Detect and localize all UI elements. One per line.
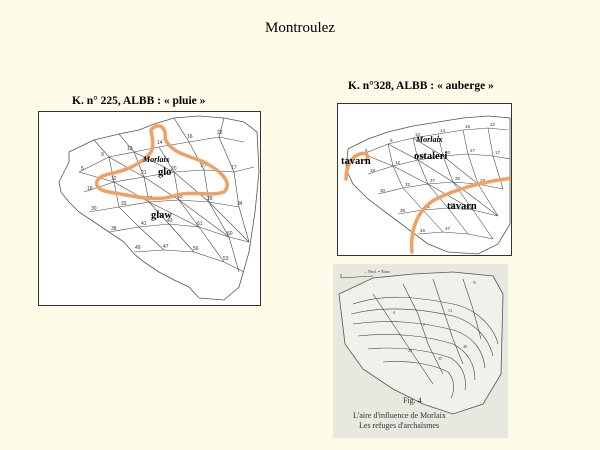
svg-text:61: 61 bbox=[197, 221, 203, 227]
svg-text:41: 41 bbox=[141, 221, 147, 227]
right-map-caption: K. n°328, ALBB : « auberge » bbox=[348, 80, 494, 92]
right-map-label-morlaix: Morlaix bbox=[416, 135, 443, 144]
left-map-label-glo: glo bbox=[158, 167, 172, 178]
svg-text:14: 14 bbox=[440, 128, 446, 133]
right-map-isogloss-south bbox=[409, 176, 511, 254]
svg-text:14: 14 bbox=[157, 140, 163, 146]
svg-text:9: 9 bbox=[101, 152, 104, 158]
svg-text:21: 21 bbox=[420, 154, 426, 159]
svg-text:16: 16 bbox=[465, 124, 471, 129]
svg-text:13: 13 bbox=[127, 146, 133, 152]
right-map-network bbox=[362, 127, 511, 240]
svg-text:38: 38 bbox=[400, 208, 406, 213]
svg-text:30: 30 bbox=[91, 206, 97, 212]
right-map-label-tavarn-south: tavarn bbox=[447, 201, 477, 212]
svg-text:33: 33 bbox=[405, 182, 411, 187]
svg-text:→ Néol. = Nouv.: → Néol. = Nouv. bbox=[363, 269, 391, 274]
left-map-label-morlaix: Morlaix bbox=[143, 155, 170, 164]
figure-number: Fig. 4 bbox=[403, 396, 422, 405]
right-map-isogloss-west bbox=[344, 151, 370, 181]
svg-text:13: 13 bbox=[415, 132, 421, 137]
svg-text:20: 20 bbox=[171, 166, 177, 172]
svg-text:13: 13 bbox=[448, 308, 452, 313]
svg-text:43: 43 bbox=[167, 218, 173, 224]
svg-text:5: 5 bbox=[365, 148, 368, 153]
figure-caption-line2: Les refuges d'archaïsmes bbox=[359, 421, 440, 430]
svg-text:16: 16 bbox=[187, 134, 193, 140]
svg-text:43: 43 bbox=[450, 202, 456, 207]
left-map-label-glaw: glaw bbox=[151, 210, 172, 221]
svg-text:9: 9 bbox=[390, 138, 393, 143]
svg-text:49: 49 bbox=[135, 245, 141, 251]
figure-photo-drawing: → Néol. = Nouv. N 4 7 13 29 35 40 bbox=[333, 264, 508, 438]
right-map-label-ostaleri: ostaleri bbox=[414, 151, 448, 162]
right-map-label-tavarn-west: tavarn bbox=[341, 156, 371, 167]
svg-text:N: N bbox=[473, 280, 476, 285]
svg-text:49: 49 bbox=[420, 228, 426, 233]
svg-text:60: 60 bbox=[227, 231, 233, 237]
svg-text:12: 12 bbox=[111, 176, 117, 182]
svg-text:34: 34 bbox=[237, 201, 243, 207]
svg-text:47: 47 bbox=[445, 226, 451, 231]
svg-text:37: 37 bbox=[430, 178, 436, 183]
right-map: 5 9 13 14 16 22 18 12 21 20 27 17 30 33 37 35 29 38… bbox=[337, 103, 512, 256]
svg-text:22: 22 bbox=[217, 130, 223, 136]
left-map-isogloss bbox=[94, 124, 229, 201]
right-map-drawing: 5 9 13 14 16 22 18 12 21 20 27 17 30 33 37 35 29 38… bbox=[344, 115, 511, 255]
svg-text:20: 20 bbox=[445, 150, 451, 155]
svg-text:12: 12 bbox=[395, 160, 401, 165]
svg-text:33: 33 bbox=[121, 201, 127, 207]
svg-text:29: 29 bbox=[207, 196, 213, 202]
svg-text:29: 29 bbox=[480, 178, 486, 183]
svg-text:21: 21 bbox=[141, 170, 147, 176]
svg-text:53: 53 bbox=[223, 256, 229, 262]
left-map-network bbox=[78, 117, 255, 273]
svg-text:35: 35 bbox=[455, 176, 461, 181]
svg-text:27: 27 bbox=[470, 148, 476, 153]
svg-text:30: 30 bbox=[380, 188, 386, 193]
left-map-caption: K. n° 225, ALBB : « pluie » bbox=[72, 95, 206, 107]
svg-text:22: 22 bbox=[490, 122, 496, 127]
svg-text:47: 47 bbox=[163, 244, 169, 250]
right-map-coastline bbox=[345, 115, 511, 255]
svg-text:35: 35 bbox=[177, 194, 183, 200]
svg-text:17: 17 bbox=[495, 150, 501, 155]
figure-photo: → Néol. = Nouv. N 4 7 13 29 35 40 Fig. 4 L'a… bbox=[333, 264, 508, 438]
svg-text:18: 18 bbox=[87, 186, 93, 192]
svg-text:18: 18 bbox=[370, 168, 376, 173]
slide-title: Montroulez bbox=[265, 20, 335, 36]
svg-text:40: 40 bbox=[463, 344, 467, 349]
svg-text:7: 7 bbox=[423, 322, 425, 327]
svg-text:4: 4 bbox=[393, 310, 395, 315]
svg-text:38: 38 bbox=[111, 226, 117, 232]
svg-text:35: 35 bbox=[438, 356, 442, 361]
svg-text:29: 29 bbox=[408, 348, 412, 353]
svg-text:27: 27 bbox=[201, 163, 207, 169]
svg-text:5: 5 bbox=[81, 166, 84, 172]
svg-text:56: 56 bbox=[193, 246, 199, 252]
svg-text:17: 17 bbox=[231, 165, 237, 171]
figure-caption-line1: L'aire d'influence de Morlaix bbox=[353, 411, 446, 420]
